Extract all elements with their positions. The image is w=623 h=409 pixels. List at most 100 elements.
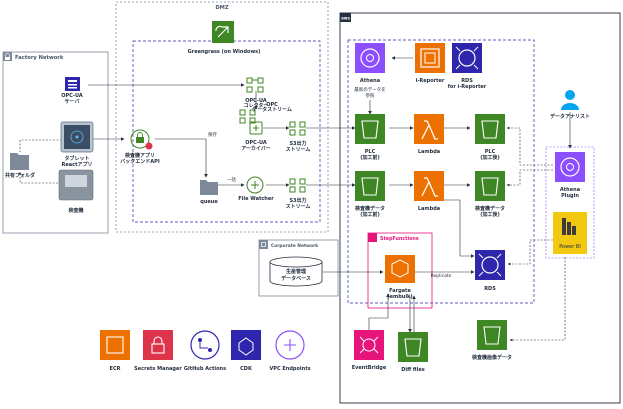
replicate-label: Replicate bbox=[431, 273, 452, 279]
athena-plugin-label-2: Plugin bbox=[561, 193, 579, 199]
inspection-api-label-1: 検査機アプリ bbox=[125, 152, 155, 159]
athena-icon bbox=[355, 43, 385, 73]
batch-label: 一括 bbox=[227, 176, 236, 183]
production-db-label-1: 生産管理 bbox=[286, 268, 306, 275]
aws-logo: aws bbox=[341, 16, 350, 21]
s3-stream-1-label-2: ストリーム bbox=[286, 147, 311, 153]
plc-proc-label-2: (加工後) bbox=[480, 154, 500, 161]
athena-note-1: 最新のデータを bbox=[354, 86, 386, 93]
eventbridge-icon bbox=[354, 330, 384, 360]
stepfunctions-label: StepFunctions bbox=[380, 236, 419, 242]
inspection-machine-label: 検査機 bbox=[68, 207, 83, 214]
corporate-network-label: Corporate Network bbox=[271, 243, 318, 249]
athena-plugin-icon bbox=[555, 152, 585, 182]
opcua-archiver-icon bbox=[249, 121, 263, 135]
s3-stream-1-icon bbox=[289, 121, 306, 136]
power-bi-label: Power BI bbox=[559, 244, 581, 250]
fargate-label-2: (embulk) bbox=[387, 294, 412, 300]
opcua-collector-label-2: コレクター bbox=[244, 102, 269, 109]
dmz-label: DMZ bbox=[215, 5, 228, 11]
lambda-2-icon bbox=[414, 171, 444, 201]
fargate-icon bbox=[385, 255, 415, 283]
tablet-label-1: タブレット bbox=[64, 155, 89, 162]
opcua-archiver-label-1: OPC-UA bbox=[245, 140, 267, 146]
opcua-server-label-2: サーバ bbox=[65, 98, 80, 105]
factory-network-group: Factory Network bbox=[2, 51, 109, 234]
opcua-collector-icon bbox=[246, 77, 264, 93]
insp-raw-label-2: (加工前) bbox=[360, 211, 380, 218]
shared-folder-icon bbox=[10, 153, 29, 170]
rds-ireporter-label-2: for i-Reporter bbox=[448, 84, 487, 90]
shared-folder-label: 共有フォルダ bbox=[5, 172, 35, 179]
plc-proc-bucket-icon bbox=[475, 114, 505, 144]
file-watcher-icon bbox=[246, 176, 264, 194]
insp-image-label: 検査機画像データ bbox=[472, 354, 512, 361]
inspection-api-icon bbox=[130, 129, 153, 150]
insp-proc-label-2: (加工後) bbox=[480, 211, 500, 218]
insp-proc-bucket-icon bbox=[475, 171, 505, 201]
opcua-server-label-1: OPC-UA bbox=[61, 93, 83, 99]
file-watcher-label: File Watcher bbox=[238, 196, 274, 202]
rds-ireporter-label-1: RDS bbox=[461, 78, 473, 84]
secrets-manager-icon bbox=[143, 330, 173, 360]
diff-files-icon bbox=[398, 332, 428, 362]
github-actions-icon bbox=[190, 330, 220, 360]
queue-icon bbox=[200, 180, 218, 195]
s3-stream-2-label-1: S3出力 bbox=[289, 197, 306, 204]
fargate-label-1: Fargate bbox=[389, 288, 411, 294]
diff-files-label: Diff files bbox=[401, 367, 424, 373]
corporate-network-group: Corporate Network bbox=[258, 239, 339, 297]
save-label: 保存 bbox=[208, 131, 217, 138]
greengrass-label: Greengrass (on Windows) bbox=[188, 49, 261, 55]
plc-proc-label-1: PLC bbox=[485, 149, 496, 155]
tablet-label-2: Reactアプリ bbox=[62, 161, 93, 168]
plc-raw-label-2: (加工前) bbox=[360, 154, 380, 161]
lambda-1-icon bbox=[414, 114, 444, 144]
cdk-icon bbox=[231, 330, 261, 360]
plc-raw-bucket-icon bbox=[355, 114, 385, 144]
opcua-server-icon bbox=[65, 77, 80, 91]
ecr-label: ECR bbox=[110, 366, 121, 372]
data-analyst-label: データアナリスト bbox=[550, 113, 590, 120]
lambda-1-label: Lambda bbox=[418, 149, 440, 155]
github-actions-label: GitHub Actions bbox=[184, 366, 226, 372]
connectors bbox=[88, 56, 572, 333]
factory-network-label: Factory Network bbox=[15, 55, 64, 61]
inspection-api-label-2: バックエンドAPI bbox=[120, 158, 160, 165]
rds-ireporter-icon bbox=[452, 43, 482, 73]
rds-label: RDS bbox=[484, 286, 496, 292]
cdk-label: CDK bbox=[240, 366, 253, 372]
aws-cloud-group: aws bbox=[339, 12, 621, 404]
stepfunctions-group: StepFunctions bbox=[367, 232, 433, 309]
athena-label: Athena bbox=[360, 78, 380, 84]
insp-proc-label-1: 検査機データ bbox=[475, 205, 505, 212]
vpc-endpoints-label: VPC Endpoints bbox=[269, 366, 310, 372]
queue-label: queue bbox=[200, 199, 218, 205]
power-bi-icon bbox=[553, 212, 587, 254]
data-analyst-icon bbox=[561, 90, 579, 110]
opcua-collector-label-1: OPC-UA bbox=[245, 98, 267, 104]
opc-stream-label-1: OPC bbox=[266, 102, 278, 108]
dmz-group: DMZ bbox=[115, 1, 329, 233]
tablet-icon bbox=[60, 121, 94, 153]
dashed-connectors bbox=[18, 126, 595, 342]
s3-stream-2-label-2: ストリーム bbox=[286, 204, 311, 210]
production-db-label-2: データベース bbox=[281, 275, 311, 282]
plc-raw-label-1: PLC bbox=[365, 149, 376, 155]
ireporter-label: i-Reporter bbox=[416, 78, 445, 84]
secrets-manager-label: Secrets Manager bbox=[134, 366, 182, 372]
vpc-endpoints-icon bbox=[275, 330, 305, 360]
athena-plugin-label-1: Athena bbox=[560, 187, 580, 193]
inspection-machine-icon bbox=[58, 169, 94, 201]
ecr-icon bbox=[100, 330, 130, 360]
opcua-archiver-label-2: アーカイバー bbox=[241, 145, 271, 152]
production-db-icon bbox=[269, 256, 323, 287]
eventbridge-label: EventBridge bbox=[352, 365, 387, 371]
insp-raw-bucket-icon bbox=[355, 171, 385, 201]
opc-stream-label-2: データストリーム bbox=[252, 106, 292, 113]
insp-raw-label-1: 検査機データ bbox=[355, 205, 385, 212]
s3-stream-2-icon bbox=[289, 178, 306, 193]
s3-stream-1-label-1: S3出力 bbox=[289, 140, 306, 147]
greengrass-icon bbox=[212, 21, 234, 43]
